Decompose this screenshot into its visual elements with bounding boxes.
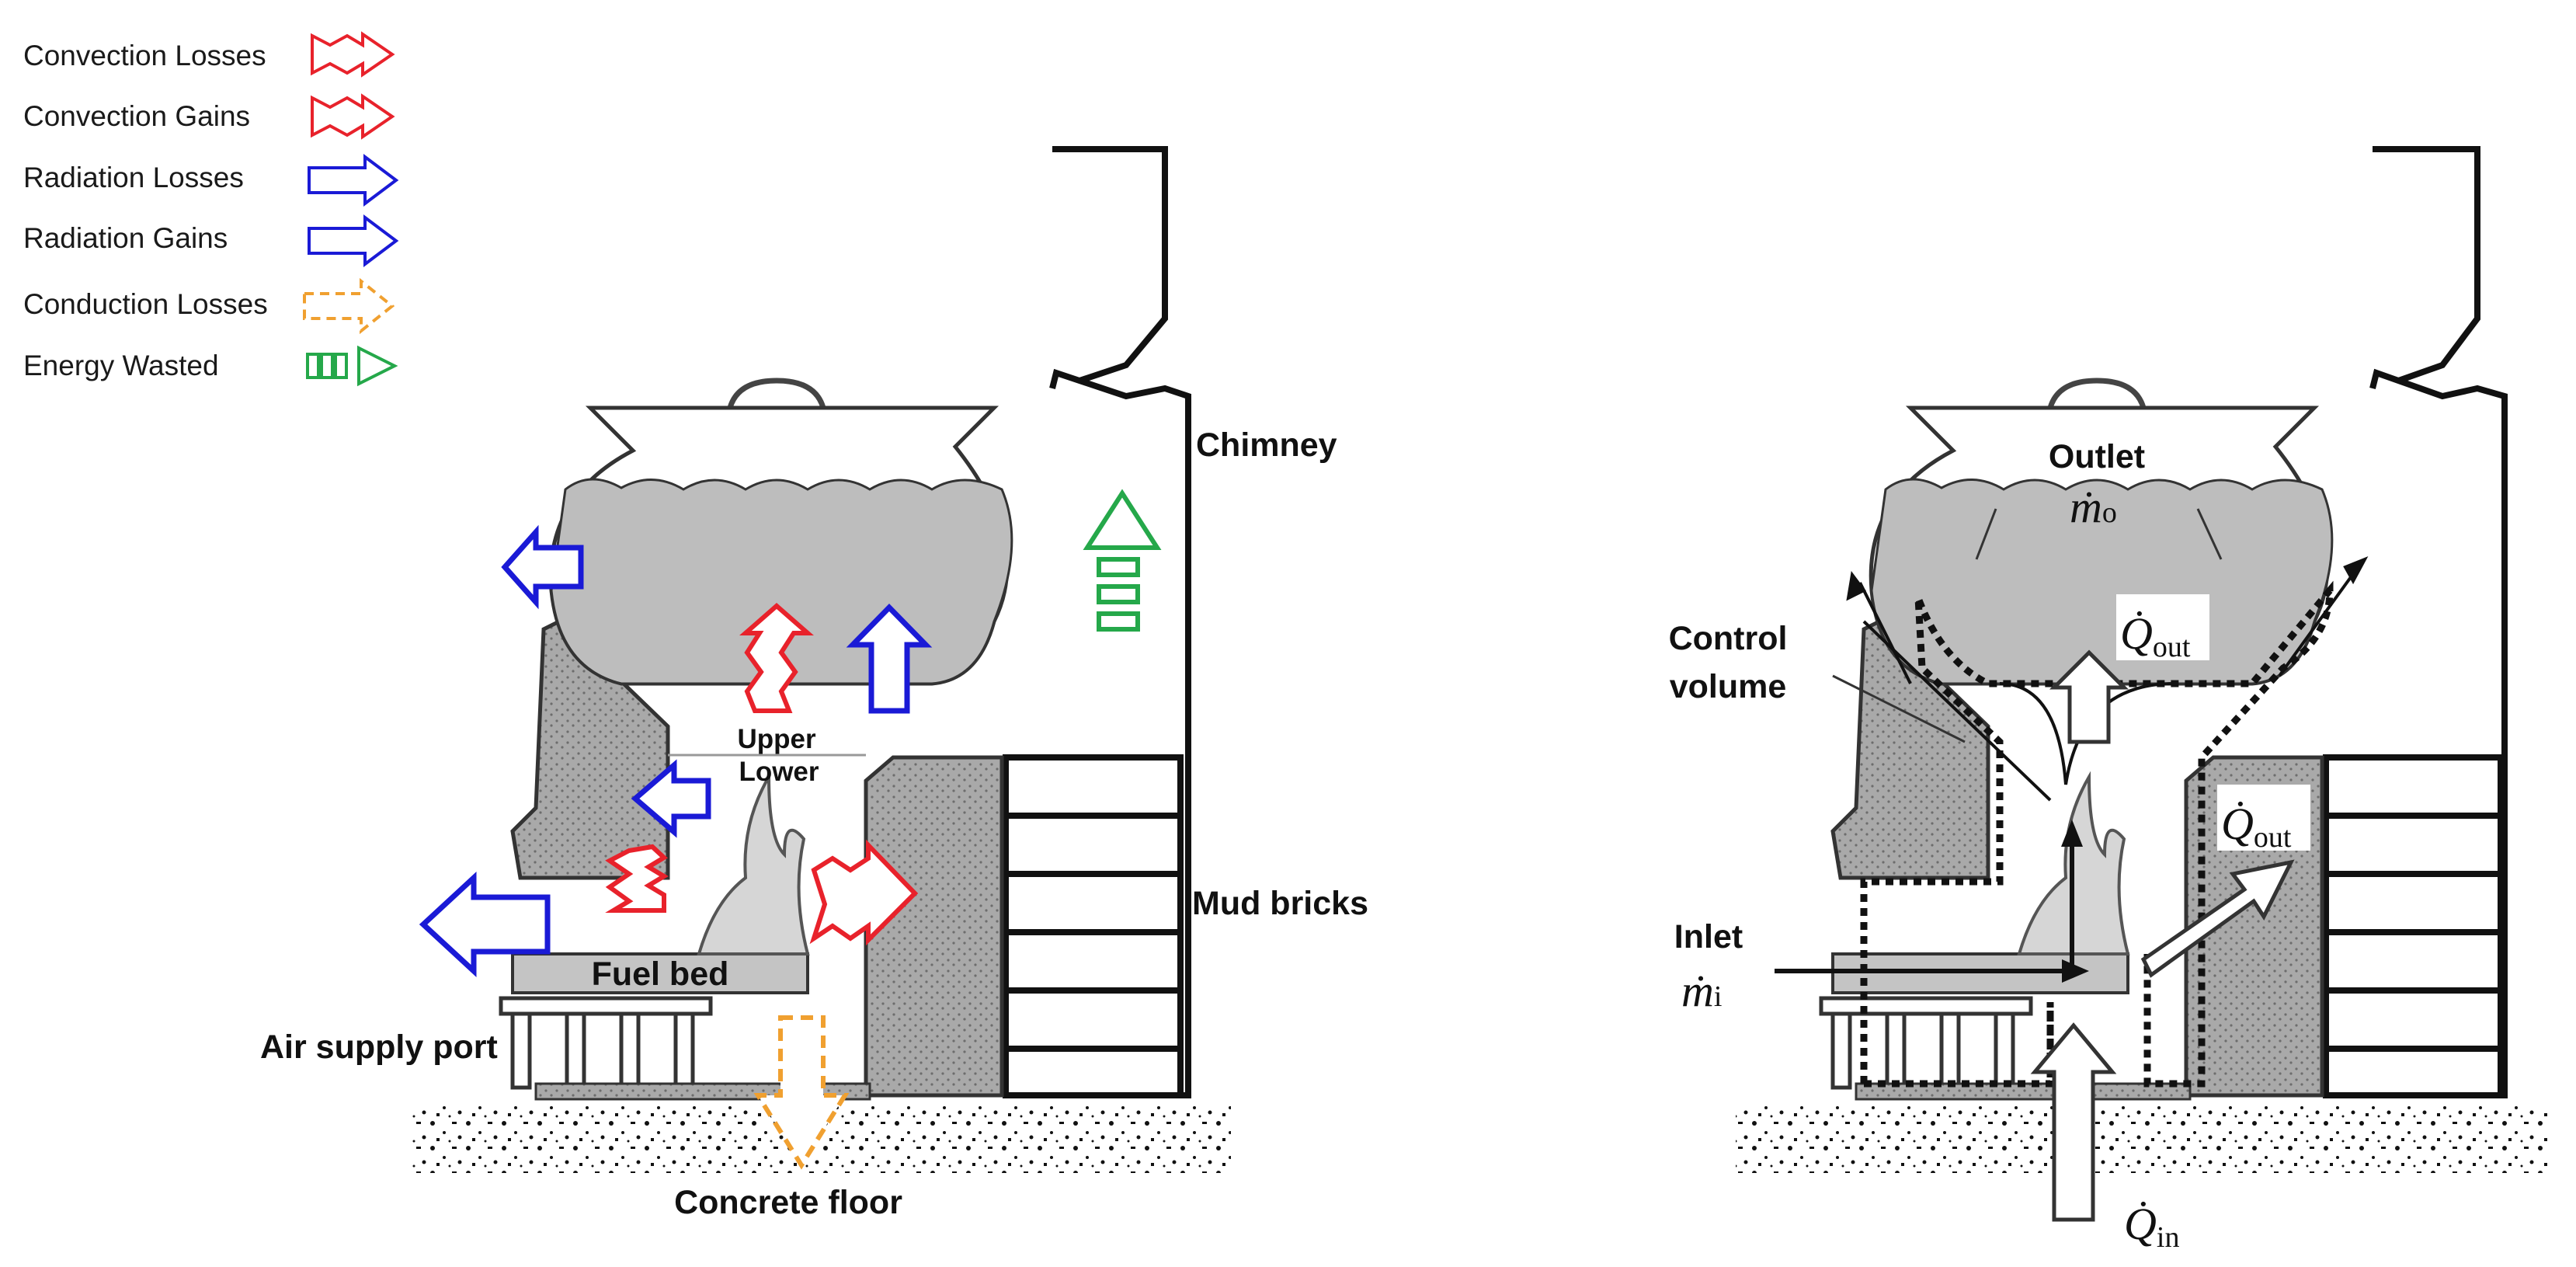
convection-loss-arrow-icon (605, 844, 669, 913)
q-out-side-arrow-icon (2140, 859, 2295, 978)
outlet-mass-flow-symbol: ṁo (2070, 482, 2117, 532)
left-stove-diagram: Chimney Mud bricks Fuel bed Air supply p… (260, 146, 1368, 1221)
green-segmented-arrow-icon (306, 345, 398, 387)
orange-dashed-arrow-icon (303, 277, 395, 335)
inlet-arrow-head-icon (2062, 959, 2089, 983)
red-zigzag-arrow-icon (311, 31, 395, 78)
legend-item-convection-losses: Convection Losses (23, 31, 395, 78)
legend-label: Radiation Gains (23, 222, 228, 254)
concrete-floor-label: Concrete floor (674, 1184, 902, 1221)
chimney (2373, 146, 2480, 393)
control-volume-label-line1: Control (1669, 620, 1788, 657)
leader-line (1975, 508, 1997, 560)
chimney-label: Chimney (1196, 426, 1337, 464)
legend-label: Energy Wasted (23, 350, 219, 381)
legend-item-convection-gains: Convection Gains (23, 93, 395, 140)
concrete-floor-slab (1736, 1103, 2547, 1173)
flow-funnel (1999, 682, 2175, 785)
air-supply-grate (499, 996, 713, 1090)
air-supply-grate (1819, 996, 2033, 1090)
energy-wasted-arrow-icon (1083, 489, 1162, 632)
blue-hollow-arrow-icon (308, 154, 399, 207)
mud-bricks-label: Mud bricks (1192, 885, 1368, 922)
flow-line (1858, 582, 1912, 684)
inlet-mass-flow-symbol: ṁi (1681, 966, 1722, 1016)
legend: Convection Losses Convection Gains Radia… (23, 31, 399, 387)
conduction-loss-arrow-icon (753, 1015, 850, 1170)
q-out-top-symbol: Q̇out (2120, 608, 2191, 663)
fuel-bed (511, 952, 809, 994)
q-out-label-box (2116, 594, 2209, 660)
legend-label: Conduction Losses (23, 288, 268, 320)
q-in-arrow-icon (2030, 1022, 2117, 1222)
lower-zone-label: Lower (739, 757, 819, 787)
inlet-label: Inlet (1674, 918, 1743, 955)
control-volume-boundary (1860, 580, 2334, 1088)
legend-item-energy-wasted: Energy Wasted (23, 345, 398, 387)
outlet-label: Outlet (2049, 438, 2145, 475)
air-supply-port-label: Air supply port (260, 1029, 498, 1066)
q-out-top-arrow-icon (2049, 649, 2129, 744)
red-zigzag-arrow-icon (311, 93, 395, 140)
legend-label: Convection Gains (23, 100, 250, 132)
fuel-bed-label: Fuel bed (592, 955, 729, 993)
legend-item-conduction-losses: Conduction Losses (23, 277, 395, 335)
legend-label: Convection Losses (23, 40, 266, 71)
radiation-loss-arrow-icon (419, 872, 551, 977)
convection-loss-arrow-icon (809, 839, 919, 946)
chimney (1052, 146, 1168, 393)
blue-hollow-arrow-icon (308, 214, 399, 267)
control-volume-label-line2: volume (1670, 668, 1787, 705)
radiation-loss-arrow-icon (501, 524, 584, 610)
radiation-gain-arrow-icon (846, 603, 933, 714)
convection-gain-arrow-icon (739, 603, 814, 713)
control-volume-boundary-lower (1864, 1002, 2054, 1088)
outlet-arrow-icon (1846, 571, 1867, 601)
q-out-label-box (2217, 785, 2310, 851)
mud-bricks (1003, 754, 1184, 1098)
rising-arrow-head-icon (2061, 820, 2083, 847)
leader-line (1832, 674, 1966, 743)
flame-icon (697, 771, 810, 955)
legend-item-radiation-gains: Radiation Gains (23, 214, 399, 267)
radiation-loss-arrow-icon (631, 759, 711, 838)
right-control-volume-diagram: Outlet ṁo Control volume Q̇out Q̇out Inl… (1669, 146, 2547, 1254)
upper-zone-label: Upper (737, 724, 816, 754)
stove-wall-right (864, 755, 1004, 1098)
flow-line (2278, 562, 2362, 677)
leader-line (2196, 508, 2223, 560)
legend-item-radiation-losses: Radiation Losses (23, 154, 399, 207)
mud-bricks (2323, 754, 2504, 1098)
legend-label: Radiation Losses (23, 162, 244, 193)
q-out-side-symbol: Q̇out (2221, 799, 2292, 854)
q-in-symbol: Q̇in (2124, 1199, 2179, 1254)
